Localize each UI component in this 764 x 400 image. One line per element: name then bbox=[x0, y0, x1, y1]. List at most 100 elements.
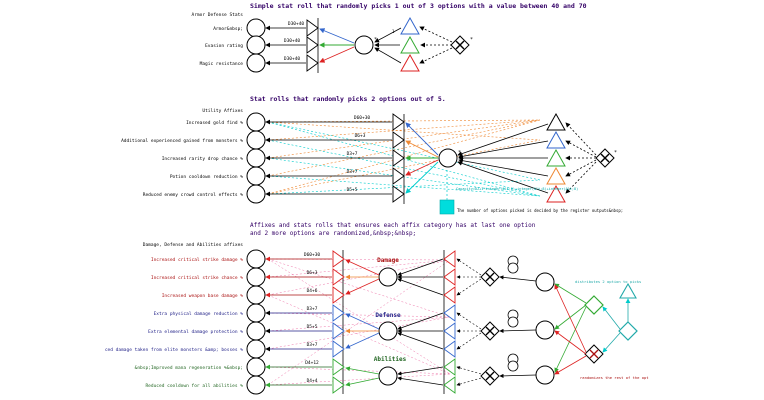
pool-icon[interactable] bbox=[246, 53, 266, 73]
section-1: Simple stat roll that randomly picks 1 o… bbox=[192, 2, 587, 73]
distribute-note: distributes 2 option to picks bbox=[575, 279, 641, 284]
converter-icon[interactable] bbox=[332, 286, 345, 304]
converter-icon[interactable] bbox=[618, 321, 638, 341]
converter-icon[interactable] bbox=[546, 112, 566, 131]
gate-icon[interactable] bbox=[378, 321, 398, 341]
pool-icon[interactable] bbox=[246, 112, 266, 132]
converter-icon[interactable] bbox=[443, 376, 456, 394]
pool-icon[interactable] bbox=[246, 130, 266, 150]
converter-icon[interactable] bbox=[332, 358, 345, 376]
pool-icon[interactable] bbox=[535, 365, 555, 385]
converter-icon[interactable] bbox=[443, 322, 456, 340]
delay-icon[interactable] bbox=[480, 321, 500, 341]
delay-icon[interactable] bbox=[480, 267, 500, 287]
dice-value: D6+3 bbox=[355, 133, 366, 139]
damage-affix-label: Increased critical strike damage % bbox=[151, 257, 243, 263]
dice-value: D30+40 bbox=[284, 38, 301, 44]
defense-affix-label: Extra elemental damage protection % bbox=[148, 329, 243, 335]
converter-icon[interactable] bbox=[332, 250, 345, 268]
converter-icon[interactable] bbox=[392, 131, 405, 149]
gate-icon[interactable] bbox=[438, 148, 458, 168]
flow-edge bbox=[374, 47, 402, 64]
converter-icon[interactable] bbox=[443, 250, 456, 268]
stat-label: Increased rarity drop chance % bbox=[162, 156, 244, 162]
gate-out-edges bbox=[345, 259, 380, 387]
dice-value: D30+40 bbox=[288, 21, 305, 27]
converter-icon[interactable] bbox=[546, 166, 566, 185]
delay-icon[interactable] bbox=[584, 344, 604, 364]
pool-icon[interactable] bbox=[246, 339, 266, 359]
pool-icon[interactable] bbox=[246, 357, 266, 377]
stat-label: Magic resistance bbox=[200, 61, 244, 67]
converter-icon[interactable] bbox=[306, 36, 319, 54]
pool-icon[interactable] bbox=[246, 303, 266, 323]
left-converter-column bbox=[332, 250, 345, 394]
register-icon[interactable] bbox=[439, 199, 455, 215]
pool-icon[interactable] bbox=[246, 285, 266, 305]
pool-icon[interactable] bbox=[246, 148, 266, 168]
flow-edge bbox=[319, 28, 355, 44]
converter-icon[interactable] bbox=[332, 376, 345, 394]
converter-icon[interactable] bbox=[392, 185, 405, 203]
converter-icon[interactable] bbox=[400, 53, 420, 72]
converter-icon[interactable] bbox=[443, 268, 456, 286]
ability-affix-label: &nbsp;Improved mana regeneration %&nbsp; bbox=[135, 365, 243, 371]
converter-icon[interactable] bbox=[400, 35, 420, 54]
converter-icon[interactable] bbox=[392, 167, 405, 185]
converter-icon[interactable] bbox=[400, 16, 420, 35]
dice-value: D5+5 bbox=[347, 187, 358, 193]
delay-icon[interactable] bbox=[450, 35, 470, 55]
delay-icon[interactable] bbox=[595, 148, 615, 168]
dice-value: D5+5 bbox=[307, 324, 318, 330]
converter-icon[interactable] bbox=[332, 340, 345, 358]
pool-icon[interactable] bbox=[246, 321, 266, 341]
dashed-edge bbox=[565, 161, 597, 194]
converter-icon[interactable] bbox=[546, 184, 566, 203]
distribution-edges bbox=[554, 283, 631, 375]
damage-affix-label: Increased critical strike chance % bbox=[151, 275, 243, 281]
dashed-edge bbox=[419, 47, 453, 64]
dice-value: D60+30 bbox=[304, 252, 321, 258]
delay-icon[interactable] bbox=[480, 366, 500, 386]
converter-icon[interactable] bbox=[306, 19, 319, 37]
gate-icon[interactable] bbox=[378, 267, 398, 287]
stat-label: Increased gold find % bbox=[186, 120, 243, 126]
gate-icon[interactable] bbox=[354, 35, 374, 55]
converter-icon[interactable] bbox=[546, 148, 566, 167]
gate-icon[interactable] bbox=[378, 366, 398, 386]
delay-symbol: * bbox=[470, 37, 473, 43]
randomize-note: randomizes the rest of the opt bbox=[580, 375, 649, 380]
pool-icon[interactable] bbox=[246, 267, 266, 287]
converter-icon[interactable] bbox=[584, 295, 604, 315]
converter-icon[interactable] bbox=[443, 304, 456, 322]
pool-icon[interactable] bbox=[246, 375, 266, 395]
loop-icon bbox=[507, 255, 519, 372]
pool-icon[interactable] bbox=[246, 18, 266, 38]
group-label-damage: Damage bbox=[377, 257, 399, 264]
converter-icon[interactable] bbox=[443, 286, 456, 304]
converter-icon[interactable] bbox=[306, 54, 319, 72]
converter-icon[interactable] bbox=[392, 113, 405, 131]
converter-icon[interactable] bbox=[443, 340, 456, 358]
dice-value: D4+6 bbox=[307, 288, 318, 294]
converter-icon[interactable] bbox=[392, 149, 405, 167]
pool-icon[interactable] bbox=[246, 166, 266, 186]
flow-edge bbox=[374, 27, 402, 43]
pool-icon[interactable] bbox=[535, 272, 555, 292]
pool-icon[interactable] bbox=[246, 35, 266, 55]
stat-label: Reduced enemy crowd control effects % bbox=[143, 192, 244, 198]
defense-affix-label: Extra physical damage reduction % bbox=[154, 311, 244, 317]
converter-icon[interactable] bbox=[332, 322, 345, 340]
dice-value: D4+12 bbox=[305, 360, 319, 366]
converter-icon[interactable] bbox=[443, 358, 456, 376]
converter-to-gate-edges bbox=[397, 258, 444, 386]
right-converter-column bbox=[443, 250, 456, 394]
pool-icon[interactable] bbox=[246, 249, 266, 269]
converter-icon[interactable] bbox=[546, 130, 566, 149]
pool-icon[interactable] bbox=[246, 184, 266, 204]
pool-icon[interactable] bbox=[535, 320, 555, 340]
converter-icon[interactable] bbox=[332, 304, 345, 322]
converter-icon[interactable] bbox=[332, 268, 345, 286]
converter-icon[interactable] bbox=[619, 282, 637, 299]
